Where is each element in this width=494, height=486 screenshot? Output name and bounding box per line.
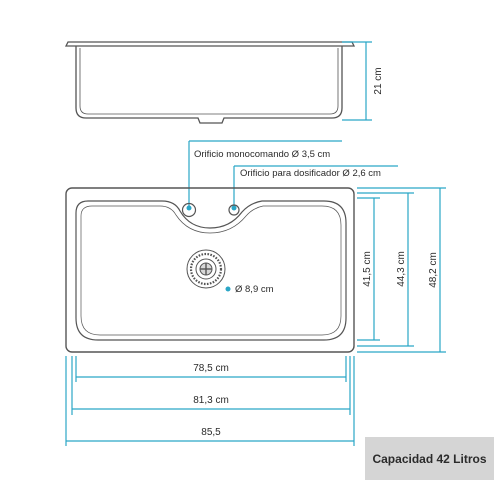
sink-bowl-inner-outline [80,205,342,336]
sink-top-view: Ø 8,9 cm [65,187,355,353]
side-profile-inner-line [79,48,339,115]
capacity-badge: Capacidad 42 Litros [365,437,494,480]
depth-dimension: 21 cm [342,41,384,121]
drain-strainer [189,252,223,286]
side-profile-rim [64,41,356,47]
capacity-label: Capacidad 42 Litros [372,451,487,466]
drain [186,249,226,289]
drain-diameter-label: Ø 8,9 cm [235,284,274,295]
drain-outer-ring [186,249,226,289]
side-profile-view [64,41,356,124]
outer-width-label: 48,2 cm [428,252,439,288]
inner-width-label: 41,5 cm [362,251,373,287]
depth-label: 21 cm [373,67,384,94]
monocommand-leader-dot [186,205,192,211]
dispenser-leader-dot [231,205,237,211]
hole-leaders: Orificio monocomando Ø 3,5 cm Orificio p… [186,140,398,211]
side-profile-bowl [75,46,343,124]
monocommand-hole [181,202,197,218]
outer-length-label: 85,5 [201,427,221,438]
drain-cross [200,263,212,275]
sink-bowl-outline [75,200,347,341]
horizontal-dimensions: 78,5 cm 81,3 cm 85,5 [65,356,355,446]
drain-leader-dot [225,286,231,292]
monocommand-hole-label: Orificio monocomando Ø 3,5 cm [194,149,330,160]
drain-middle-ring [195,258,217,280]
mid-width-label: 44,3 cm [396,251,407,287]
vertical-dimensions: 41,5 cm 44,3 cm 48,2 cm [357,187,446,353]
dispenser-hole [228,204,240,216]
sink-outer-rim [65,187,355,353]
dispenser-hole-label: Orificio para dosificador Ø 2,6 cm [240,168,381,179]
mid-length-label: 81,3 cm [193,395,229,406]
inner-length-label: 78,5 cm [193,363,229,374]
